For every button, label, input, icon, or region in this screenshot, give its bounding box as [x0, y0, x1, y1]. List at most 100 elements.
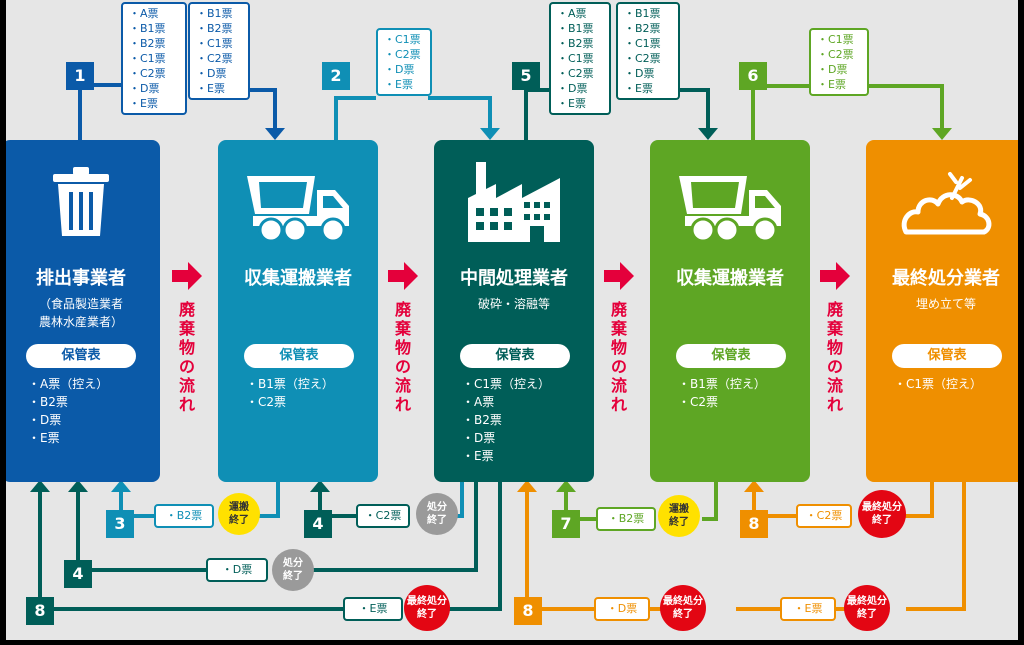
slip-item: ・C2票	[384, 48, 421, 61]
completion-badge: 最終処分 終了	[844, 585, 890, 631]
slip-item: ・C1票	[384, 33, 421, 46]
step-number: 2	[322, 62, 350, 90]
completion-badge: 最終処分 終了	[404, 585, 450, 631]
slip-item: ・E票	[624, 82, 653, 95]
step-number: 3	[106, 510, 134, 538]
flow-arrow-icon	[820, 262, 850, 290]
party-subtitle: 破砕・溶融等	[477, 297, 550, 311]
kept-slips-list: ・C1票（控え）	[894, 375, 982, 393]
slip-item: ・E票	[196, 82, 225, 95]
party-box-final-disposal: 最終処分業者 埋め立て等 保管表 ・C1票（控え）	[866, 140, 1018, 482]
kept-slip: ・C1票（控え）	[894, 377, 983, 391]
kept-slip: ・B2票	[462, 413, 502, 427]
step-number: 5	[512, 62, 540, 90]
trash-can-icon	[53, 167, 109, 236]
return-slip: ・D票	[594, 597, 650, 621]
party-title: 最終処分業者	[892, 268, 1000, 289]
hokan-label: 保管表	[892, 344, 1002, 368]
completion-badge: 運搬 終了	[218, 493, 260, 535]
step-number: 4	[64, 560, 92, 588]
step-number: 6	[739, 62, 767, 90]
slip-item: ・E票	[557, 97, 586, 110]
kept-slip: ・B1票（控え）	[246, 377, 334, 391]
completion-badge: 処分 終了	[272, 549, 314, 591]
kept-slips-list: ・B1票（控え） ・C2票	[678, 375, 766, 411]
slip-item: ・B1票	[557, 22, 594, 35]
flow-arrow-icon	[172, 262, 202, 290]
slip-item: ・A票	[557, 7, 587, 20]
completion-badge: 最終処分 終了	[660, 585, 706, 631]
factory-icon	[468, 162, 560, 242]
step-number: 1	[66, 62, 94, 90]
slip-item: ・B1票	[624, 7, 661, 20]
landfill-pile-icon	[901, 172, 992, 235]
hokan-label: 保管表	[460, 344, 570, 368]
slip-item: ・E票	[384, 78, 413, 91]
return-slip: ・B2票	[596, 507, 656, 531]
party-title: 中間処理業者	[460, 268, 568, 289]
party-box-emitter: 排出事業者 （食品製造業者 農林水産業者） 保管表 ・A票（控え） ・B2票 ・…	[6, 140, 160, 482]
kept-slip: ・C1票（控え）	[462, 377, 551, 391]
kept-slip: ・B2票	[28, 395, 68, 409]
party-title: 排出事業者	[36, 268, 126, 289]
party-title: 収集運搬業者	[244, 268, 352, 289]
flow-label: 廃棄物の流れ	[826, 300, 843, 414]
completion-badge: 運搬 終了	[658, 495, 700, 537]
flow-arrow-icon	[388, 262, 418, 290]
kept-slips-list: ・B1票（控え） ・C2票	[246, 375, 334, 411]
slip-item: ・B2票	[129, 37, 166, 50]
step-number: 7	[552, 510, 580, 538]
slip-item: ・D票	[817, 63, 848, 76]
kept-slip: ・D票	[462, 431, 496, 445]
hokan-label: 保管表	[26, 344, 136, 368]
return-slip: ・C2票	[356, 504, 410, 528]
slip-item: ・B1票	[129, 22, 166, 35]
kept-slip: ・B1票（控え）	[678, 377, 766, 391]
slip-item: ・C1票	[557, 52, 594, 65]
slip-set: ・B1票 ・B2票 ・C1票 ・C2票 ・D票 ・E票	[616, 2, 680, 100]
slip-item: ・C2票	[129, 67, 166, 80]
slip-item: ・C2票	[624, 52, 661, 65]
kept-slip: ・D票	[28, 413, 62, 427]
slip-item: ・E票	[817, 78, 846, 91]
slip-set: ・A票 ・B1票 ・B2票 ・C1票 ・C2票 ・D票 ・E票	[121, 2, 187, 115]
slip-item: ・E票	[129, 97, 158, 110]
return-slip: ・C2票	[796, 504, 852, 528]
dump-truck-icon	[679, 176, 781, 242]
slip-item: ・C2票	[557, 67, 594, 80]
return-slip: ・E票	[780, 597, 836, 621]
slip-item: ・D票	[384, 63, 415, 76]
hokan-label: 保管表	[244, 344, 354, 368]
slip-item: ・A票	[129, 7, 159, 20]
party-subtitle-2: 農林水産業者）	[38, 315, 123, 329]
return-slip: ・D票	[206, 558, 268, 582]
slip-set: ・C1票 ・C2票 ・D票 ・E票	[809, 28, 869, 96]
slip-item: ・B2票	[557, 37, 594, 50]
dump-truck-icon	[247, 176, 349, 242]
kept-slip: ・E票	[28, 431, 60, 445]
completion-badge: 処分 終了	[416, 493, 458, 535]
kept-slip: ・A票（控え）	[28, 377, 109, 391]
party-box-transporter-2: 収集運搬業者 保管表 ・B1票（控え） ・C2票	[650, 140, 810, 482]
slip-item: ・C1票	[196, 37, 233, 50]
party-box-transporter-1: 収集運搬業者 保管表 ・B1票（控え） ・C2票	[218, 140, 378, 482]
kept-slips-list: ・A票（控え） ・B2票 ・D票 ・E票	[28, 375, 108, 447]
step-number: 8	[514, 597, 542, 625]
party-box-intermediate: 中間処理業者 破砕・溶融等 保管表 ・C1票（控え） ・A票 ・B2票 ・D票 …	[434, 140, 594, 482]
flow-arrow-icon	[604, 262, 634, 290]
slip-item: ・D票	[196, 67, 227, 80]
slip-set: ・A票 ・B1票 ・B2票 ・C1票 ・C2票 ・D票 ・E票	[549, 2, 611, 115]
step-number: 4	[304, 510, 332, 538]
slip-item: ・C2票	[817, 48, 854, 61]
slip-item: ・B2票	[624, 22, 661, 35]
slip-item: ・C2票	[196, 52, 233, 65]
kept-slip: ・C2票	[678, 395, 719, 409]
slip-item: ・B1票	[196, 7, 233, 20]
party-subtitle: （食品製造業者	[38, 297, 123, 311]
party-subtitle: 埋め立て等	[915, 297, 976, 311]
flow-label: 廃棄物の流れ	[394, 300, 411, 414]
slip-item: ・C1票	[817, 33, 854, 46]
completion-badge: 最終処分 終了	[858, 490, 906, 538]
flow-label: 廃棄物の流れ	[610, 300, 627, 414]
step-number: 8	[26, 597, 54, 625]
